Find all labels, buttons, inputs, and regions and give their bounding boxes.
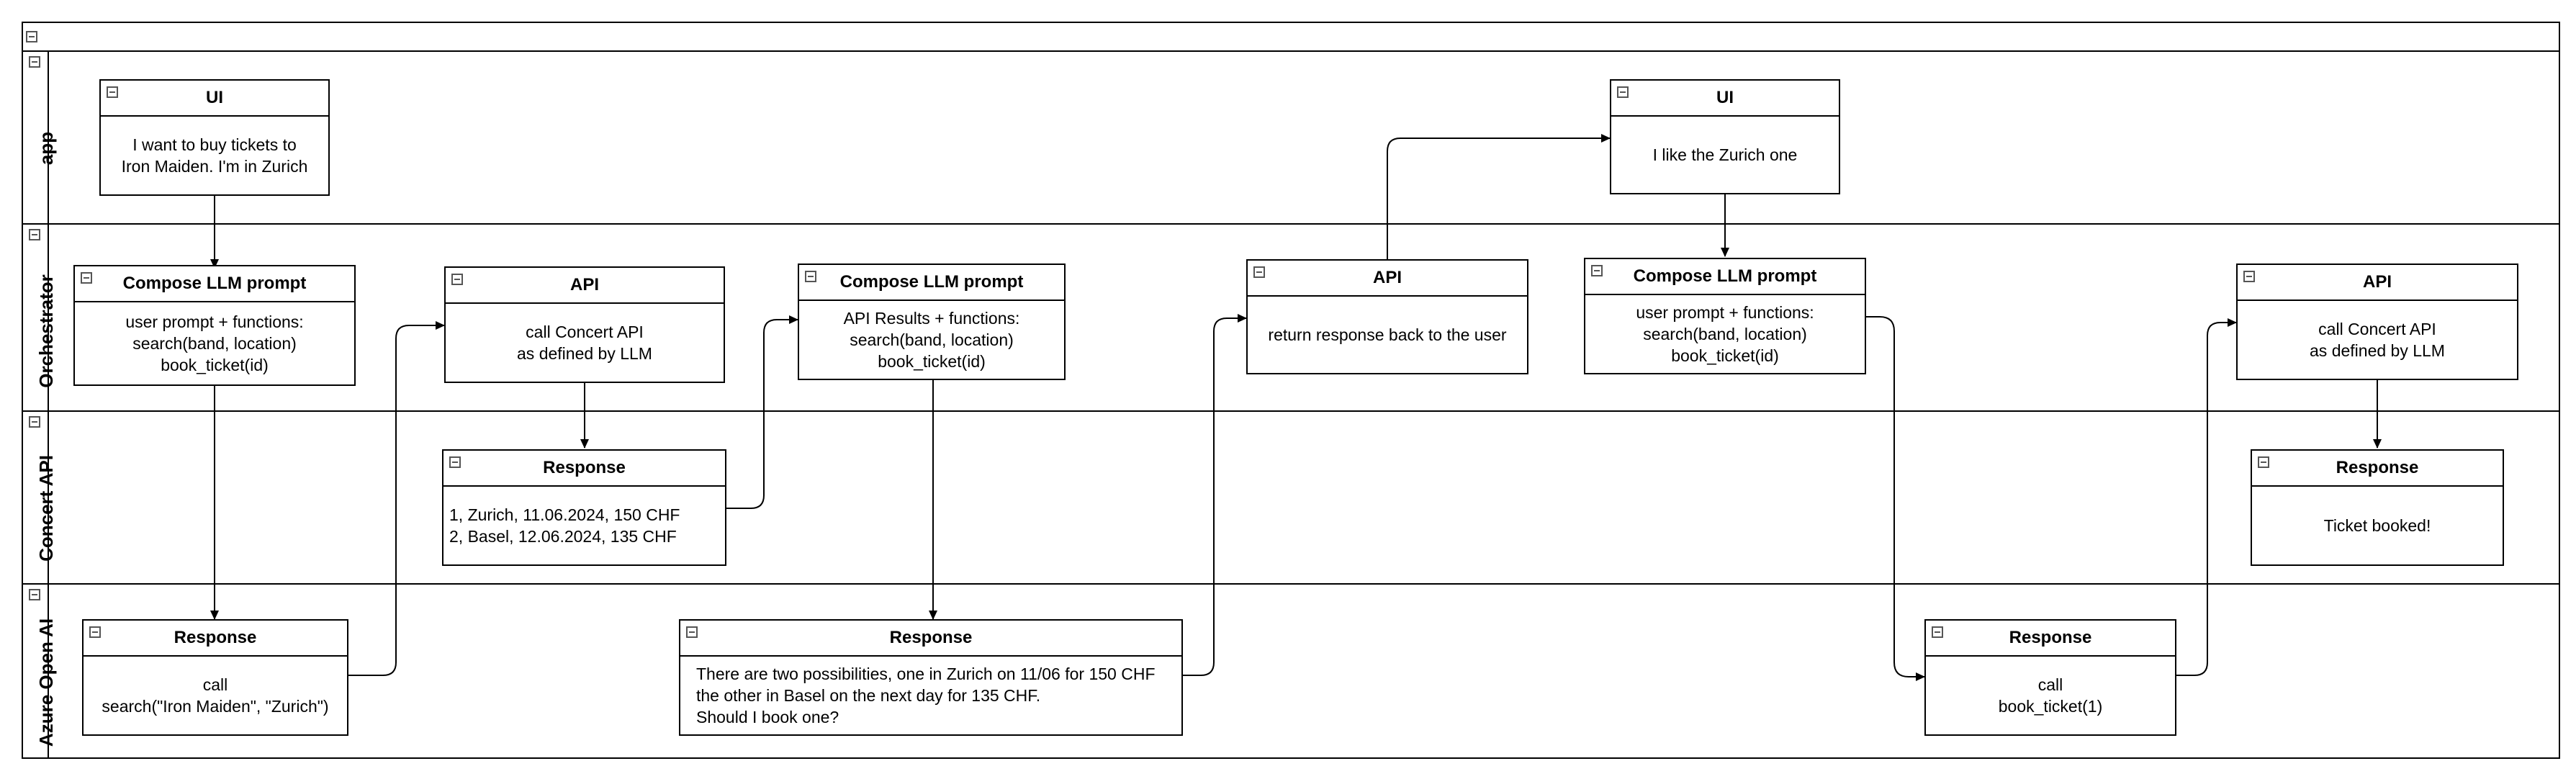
collapse-icon[interactable] [686, 626, 698, 638]
collapse-icon[interactable] [107, 86, 118, 98]
node-text-line: call Concert API [2318, 320, 2436, 338]
collapse-icon[interactable] [805, 271, 816, 282]
node-title: API [1372, 268, 1402, 287]
collapse-icon[interactable] [1932, 626, 1943, 638]
collapse-icon[interactable] [1617, 86, 1629, 98]
node-text-line: book_ticket(id) [878, 352, 986, 371]
node-text-line: book_ticket(id) [1671, 346, 1779, 365]
collapse-icon[interactable] [1591, 265, 1603, 276]
collapse-icon[interactable] [29, 229, 40, 240]
node-text-line: Should I book one? [696, 708, 839, 726]
node-text-line: return response back to the user [1268, 325, 1507, 344]
edge-compose-to-ai-response-3 [1865, 316, 1925, 681]
collapse-icon[interactable] [449, 456, 461, 468]
lane-header: Concert API [23, 412, 57, 583]
collapse-icon[interactable] [2258, 456, 2269, 468]
collapse-icon[interactable] [1253, 266, 1265, 278]
lane-header: Orchestrator [23, 225, 57, 410]
node-title: Response [543, 458, 626, 477]
lane-header: app [23, 52, 57, 223]
collapse-icon[interactable] [29, 589, 40, 600]
node-text-line: call [2037, 675, 2063, 694]
node-title: Compose LLM prompt [839, 272, 1024, 292]
collapse-icon[interactable] [29, 416, 40, 428]
node-title: Response [2009, 628, 2092, 647]
node-text-line: 2, Basel, 12.06.2024, 135 CHF [449, 527, 677, 546]
edge-concert-response-to-compose [726, 315, 798, 509]
collapse-icon[interactable] [2243, 271, 2255, 282]
node-compose-llm-prompt-3[interactable]: Compose LLM prompt user prompt + functio… [1584, 258, 1866, 374]
node-concert-response-1[interactable]: Response 1, Zurich, 11.06.2024, 150 CHF … [442, 449, 726, 566]
collapse-icon[interactable] [89, 626, 101, 638]
edge-api-to-ui [1387, 134, 1611, 259]
node-text-line: I want to buy tickets to [132, 135, 297, 154]
node-title: UI [206, 88, 223, 107]
node-api-call-2[interactable]: API call Concert API as defined by LLM [2236, 264, 2518, 380]
lane-azure-open-ai: Azure Open AI [22, 583, 2560, 759]
node-title: Response [2336, 458, 2419, 477]
node-title: API [2362, 272, 2392, 292]
node-ui-request[interactable]: UI I want to buy tickets to Iron Maiden.… [99, 79, 330, 196]
node-concert-response-2[interactable]: Response Ticket booked! [2251, 449, 2504, 566]
node-text-line: Ticket booked! [2323, 516, 2431, 535]
edge-ai-response-to-api-2 [1183, 314, 1247, 676]
node-text-line: user prompt + functions: [1636, 303, 1814, 322]
node-text-line: 1, Zurich, 11.06.2024, 150 CHF [449, 505, 680, 524]
node-ai-response-1[interactable]: Response call search("Iron Maiden", "Zur… [82, 619, 348, 736]
collapse-icon[interactable] [26, 31, 37, 42]
node-text-line: I like the Zurich one [1652, 145, 1798, 164]
node-title: Compose LLM prompt [122, 274, 307, 293]
node-ui-selection[interactable]: UI I like the Zurich one [1610, 79, 1840, 194]
node-api-call-1[interactable]: API call Concert API as defined by LLM [444, 266, 725, 383]
node-text-line: call [202, 675, 228, 694]
node-text-line: user prompt + functions: [125, 312, 304, 331]
edge-ai-response-to-api-3 [2176, 318, 2237, 676]
edge-ai-response-to-api [348, 321, 445, 676]
node-text-line: the other in Basel on the next day for 1… [696, 686, 1041, 705]
node-compose-llm-prompt-2[interactable]: Compose LLM prompt API Results + functio… [798, 264, 1066, 380]
node-text-line: book_ticket(id) [161, 356, 269, 374]
node-compose-llm-prompt-1[interactable]: Compose LLM prompt user prompt + functio… [73, 265, 356, 386]
node-text-line: search(band, location) [850, 330, 1014, 349]
node-text-line: search(band, location) [132, 334, 297, 353]
node-text-line: search("Iron Maiden", "Zurich") [102, 697, 329, 716]
node-title: Compose LLM prompt [1633, 266, 1817, 286]
node-title: Response [174, 628, 257, 647]
node-text-line: as defined by LLM [517, 344, 652, 363]
lane-header: Azure Open AI [23, 585, 57, 757]
node-title: UI [1716, 88, 1734, 107]
node-ai-response-2[interactable]: Response There are two possibilities, on… [679, 619, 1183, 736]
node-text-line: search(band, location) [1643, 325, 1807, 343]
node-text-line: API Results + functions: [843, 309, 1020, 328]
collapse-icon[interactable] [29, 56, 40, 68]
collapse-icon[interactable] [451, 274, 463, 285]
node-api-return[interactable]: API return response back to the user [1246, 259, 1528, 374]
node-text-line: call Concert API [526, 323, 644, 341]
node-text-line: There are two possibilities, one in Zuri… [696, 665, 1156, 683]
node-text-line: as defined by LLM [2310, 341, 2445, 360]
node-title: API [569, 275, 599, 294]
node-ai-response-3[interactable]: Response call book_ticket(1) [1924, 619, 2176, 736]
node-text-line: book_ticket(1) [1998, 697, 2103, 716]
collapse-icon[interactable] [81, 272, 92, 284]
node-text-line: Iron Maiden. I'm in Zurich [121, 157, 308, 176]
node-title: Response [889, 628, 973, 647]
